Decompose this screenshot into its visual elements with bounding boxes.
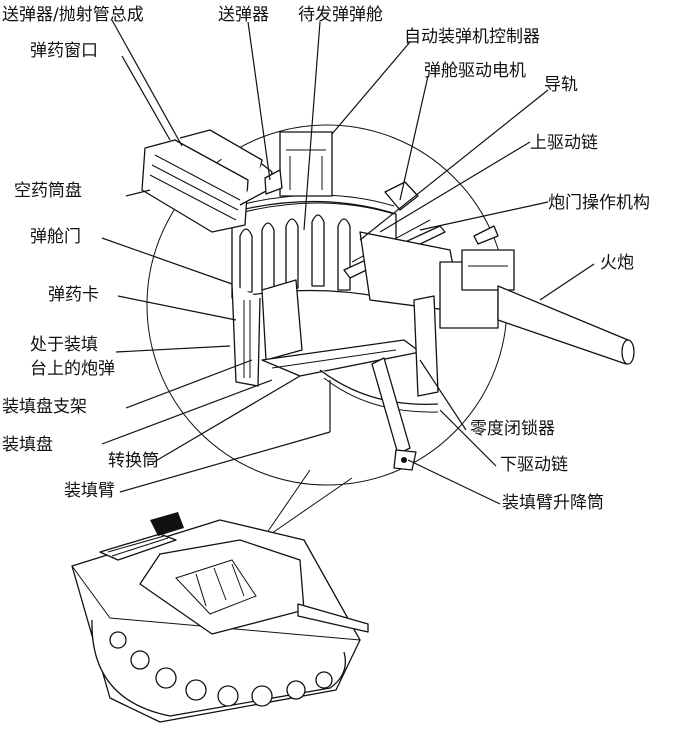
label-ready-round-magazine: 待发弹弹舱 <box>298 5 383 25</box>
label-transfer-drum: 转换筒 <box>108 451 159 471</box>
label-loader-arm: 装填臂 <box>64 481 115 501</box>
magnifier-pointer <box>261 469 353 541</box>
label-upper-drive-chain: 上驱动链 <box>530 133 598 153</box>
label-main-gun: 火炮 <box>600 253 634 273</box>
label-ammo-window: 弹药窗口 <box>30 41 98 61</box>
label-magazine-drive-motor: 弹舱驱动电机 <box>424 61 526 81</box>
leader-lines <box>101 19 595 505</box>
label-round-on-loading-table-line1: 处于装填 <box>30 335 98 355</box>
label-spent-case-tray: 空药筒盘 <box>14 181 82 201</box>
label-zero-degree-lock: 零度闭锁器 <box>470 419 555 439</box>
tank-illustration <box>71 512 369 723</box>
label-magazine-door: 弹舱门 <box>30 227 81 247</box>
label-loading-tray-support: 装填盘支架 <box>2 397 87 417</box>
label-rammer: 送弹器 <box>218 5 269 25</box>
label-guide-rail: 导轨 <box>544 75 578 95</box>
label-breech-operating-mechanism: 炮门操作机构 <box>548 193 650 213</box>
label-loader-arm-lift-cylinder: 装填臂升降筒 <box>502 493 604 513</box>
label-lower-drive-chain: 下驱动链 <box>500 455 568 475</box>
label-autoloader-controller: 自动装弹机控制器 <box>404 27 540 47</box>
label-round-on-loading-table-line2: 台上的炮弹 <box>30 359 115 379</box>
label-loading-tray: 装填盘 <box>2 435 53 455</box>
label-ammo-clip: 弹药卡 <box>48 285 99 305</box>
autoloader-mechanism <box>141 129 635 471</box>
label-rammer-ejector-assembly: 送弹器/抛射管总成 <box>2 5 144 25</box>
